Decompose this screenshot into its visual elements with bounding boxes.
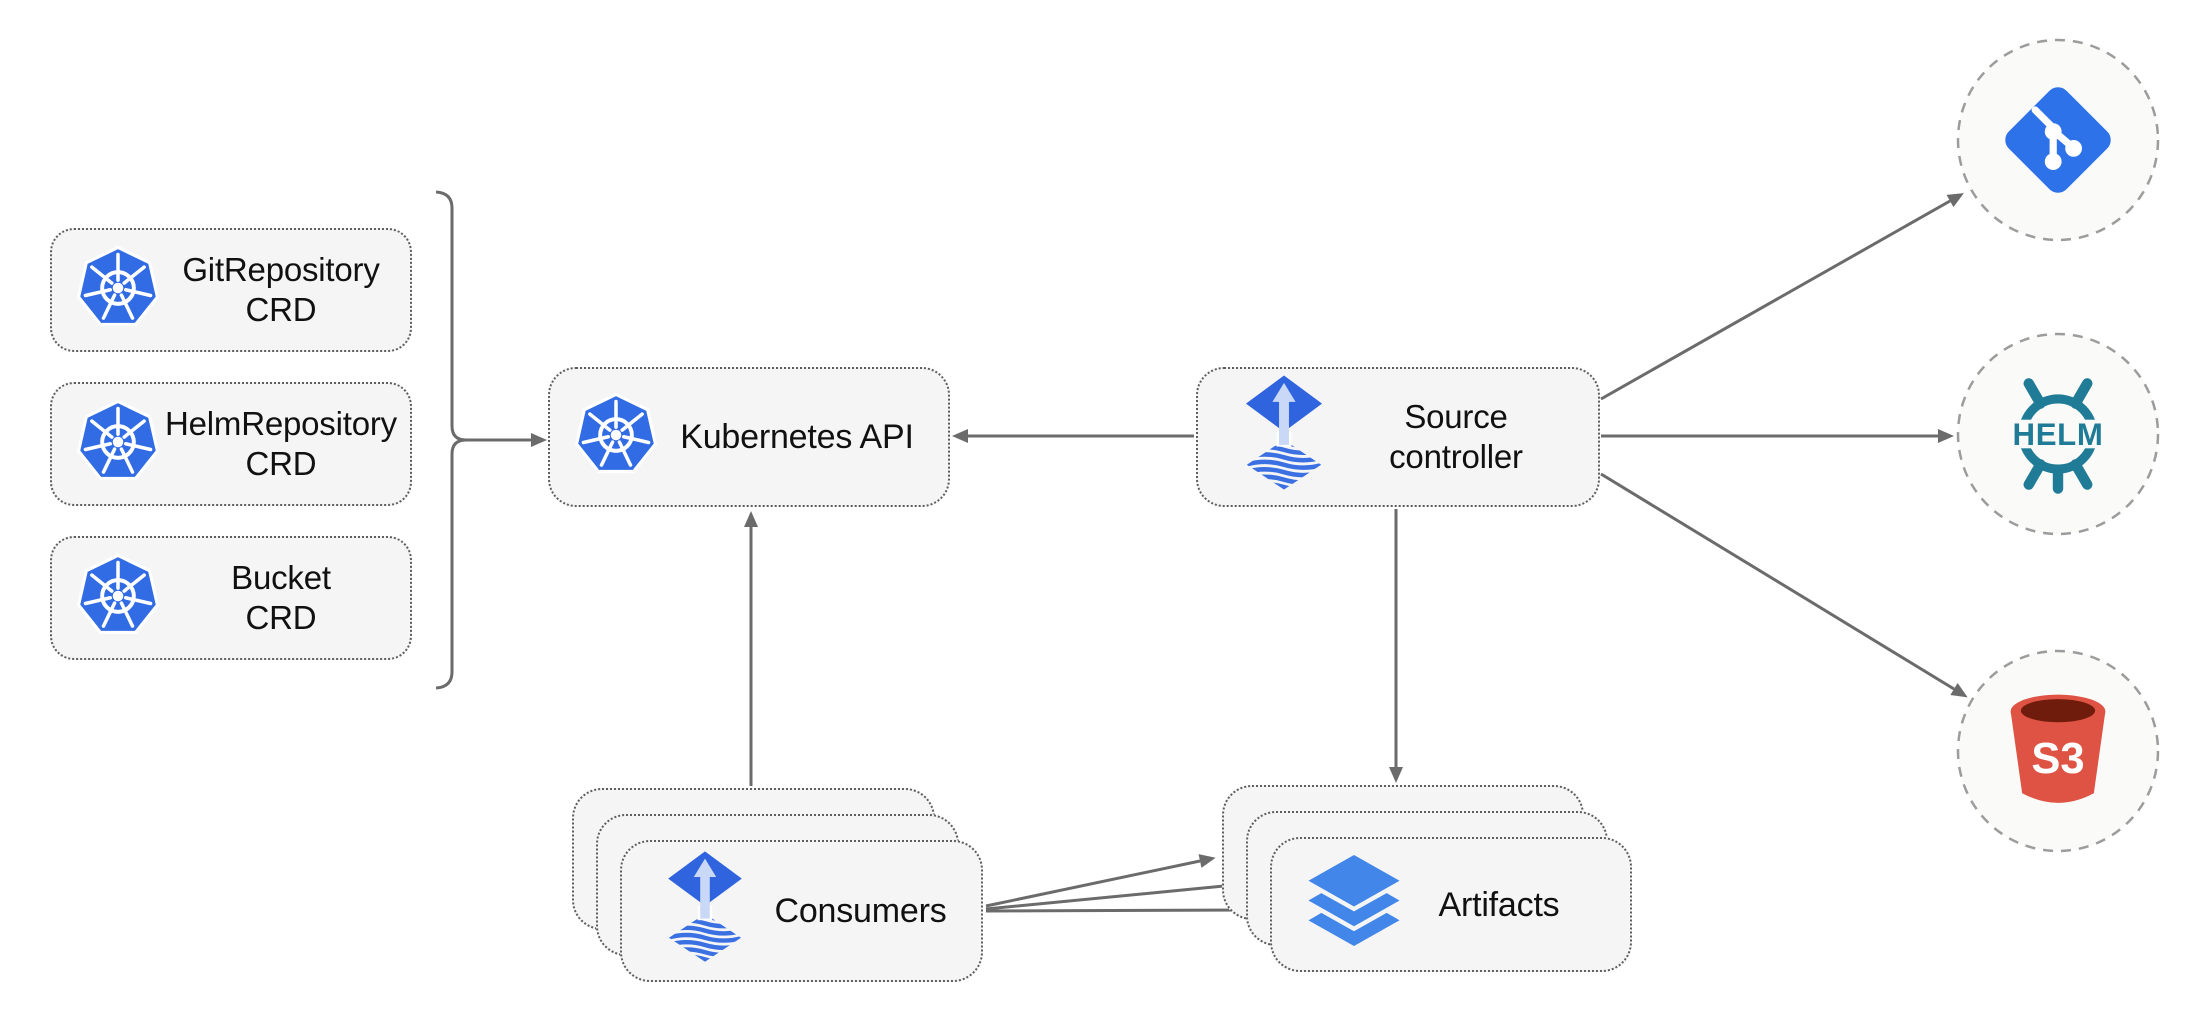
s3-wordmark: S3 [2031, 735, 2084, 783]
flux-icon [1240, 373, 1328, 502]
node-label: GitRepository CRD [162, 250, 400, 330]
kubernetes-icon [572, 391, 660, 484]
node-label: HelmRepository CRD [162, 404, 400, 484]
node-kubernetes-api: Kubernetes API [548, 367, 950, 507]
node-gitrepository-crd: GitRepository CRD [50, 228, 412, 352]
kubernetes-api-label: Kubernetes API [680, 418, 914, 456]
git-icon [1998, 80, 2118, 200]
consumers-label: Consumers [774, 892, 947, 930]
arrow-source-controller-to-git [1600, 193, 1964, 401]
crd-label-line1: GitRepository [182, 251, 380, 288]
kubernetes-icon [74, 244, 162, 337]
node-label: Bucket CRD [162, 558, 400, 638]
node-artifacts: Artifacts [1270, 837, 1632, 972]
source-controller-label-line2: controller [1389, 438, 1523, 475]
node-consumers: Consumers [620, 840, 983, 982]
crd-label-line1: HelmRepository [165, 405, 397, 442]
node-bucket-crd: Bucket CRD [50, 536, 412, 660]
arrow-consumers-to-artifacts-3 [985, 903, 1266, 917]
s3-bucket-icon: S3 [1994, 680, 2122, 822]
source-controller-label-line1: Source [1404, 398, 1508, 435]
crd-brace [435, 190, 467, 690]
node-helmrepository-crd: HelmRepository CRD [50, 382, 412, 506]
arrow-consumers-to-artifacts-1 [985, 854, 1216, 908]
helm-wordmark: HELM [2013, 417, 2104, 452]
crd-label-line2: CRD [245, 291, 317, 328]
artifacts-label: Artifacts [1438, 885, 1560, 924]
node-label: Source controller [1328, 397, 1584, 477]
crd-label-line2: CRD [245, 599, 317, 636]
layers-icon [1300, 854, 1408, 955]
crd-label-line2: CRD [245, 445, 317, 482]
kubernetes-icon [74, 552, 162, 645]
helm-icon: HELM [1993, 369, 2123, 499]
node-source-controller: Source controller [1196, 367, 1600, 507]
flux-icon [662, 849, 748, 974]
arrow-source-controller-to-s3 [1600, 472, 1968, 698]
kubernetes-icon [74, 398, 162, 491]
crd-label-line1: Bucket [231, 559, 331, 596]
arrow-consumers-to-artifacts-2 [985, 879, 1240, 911]
